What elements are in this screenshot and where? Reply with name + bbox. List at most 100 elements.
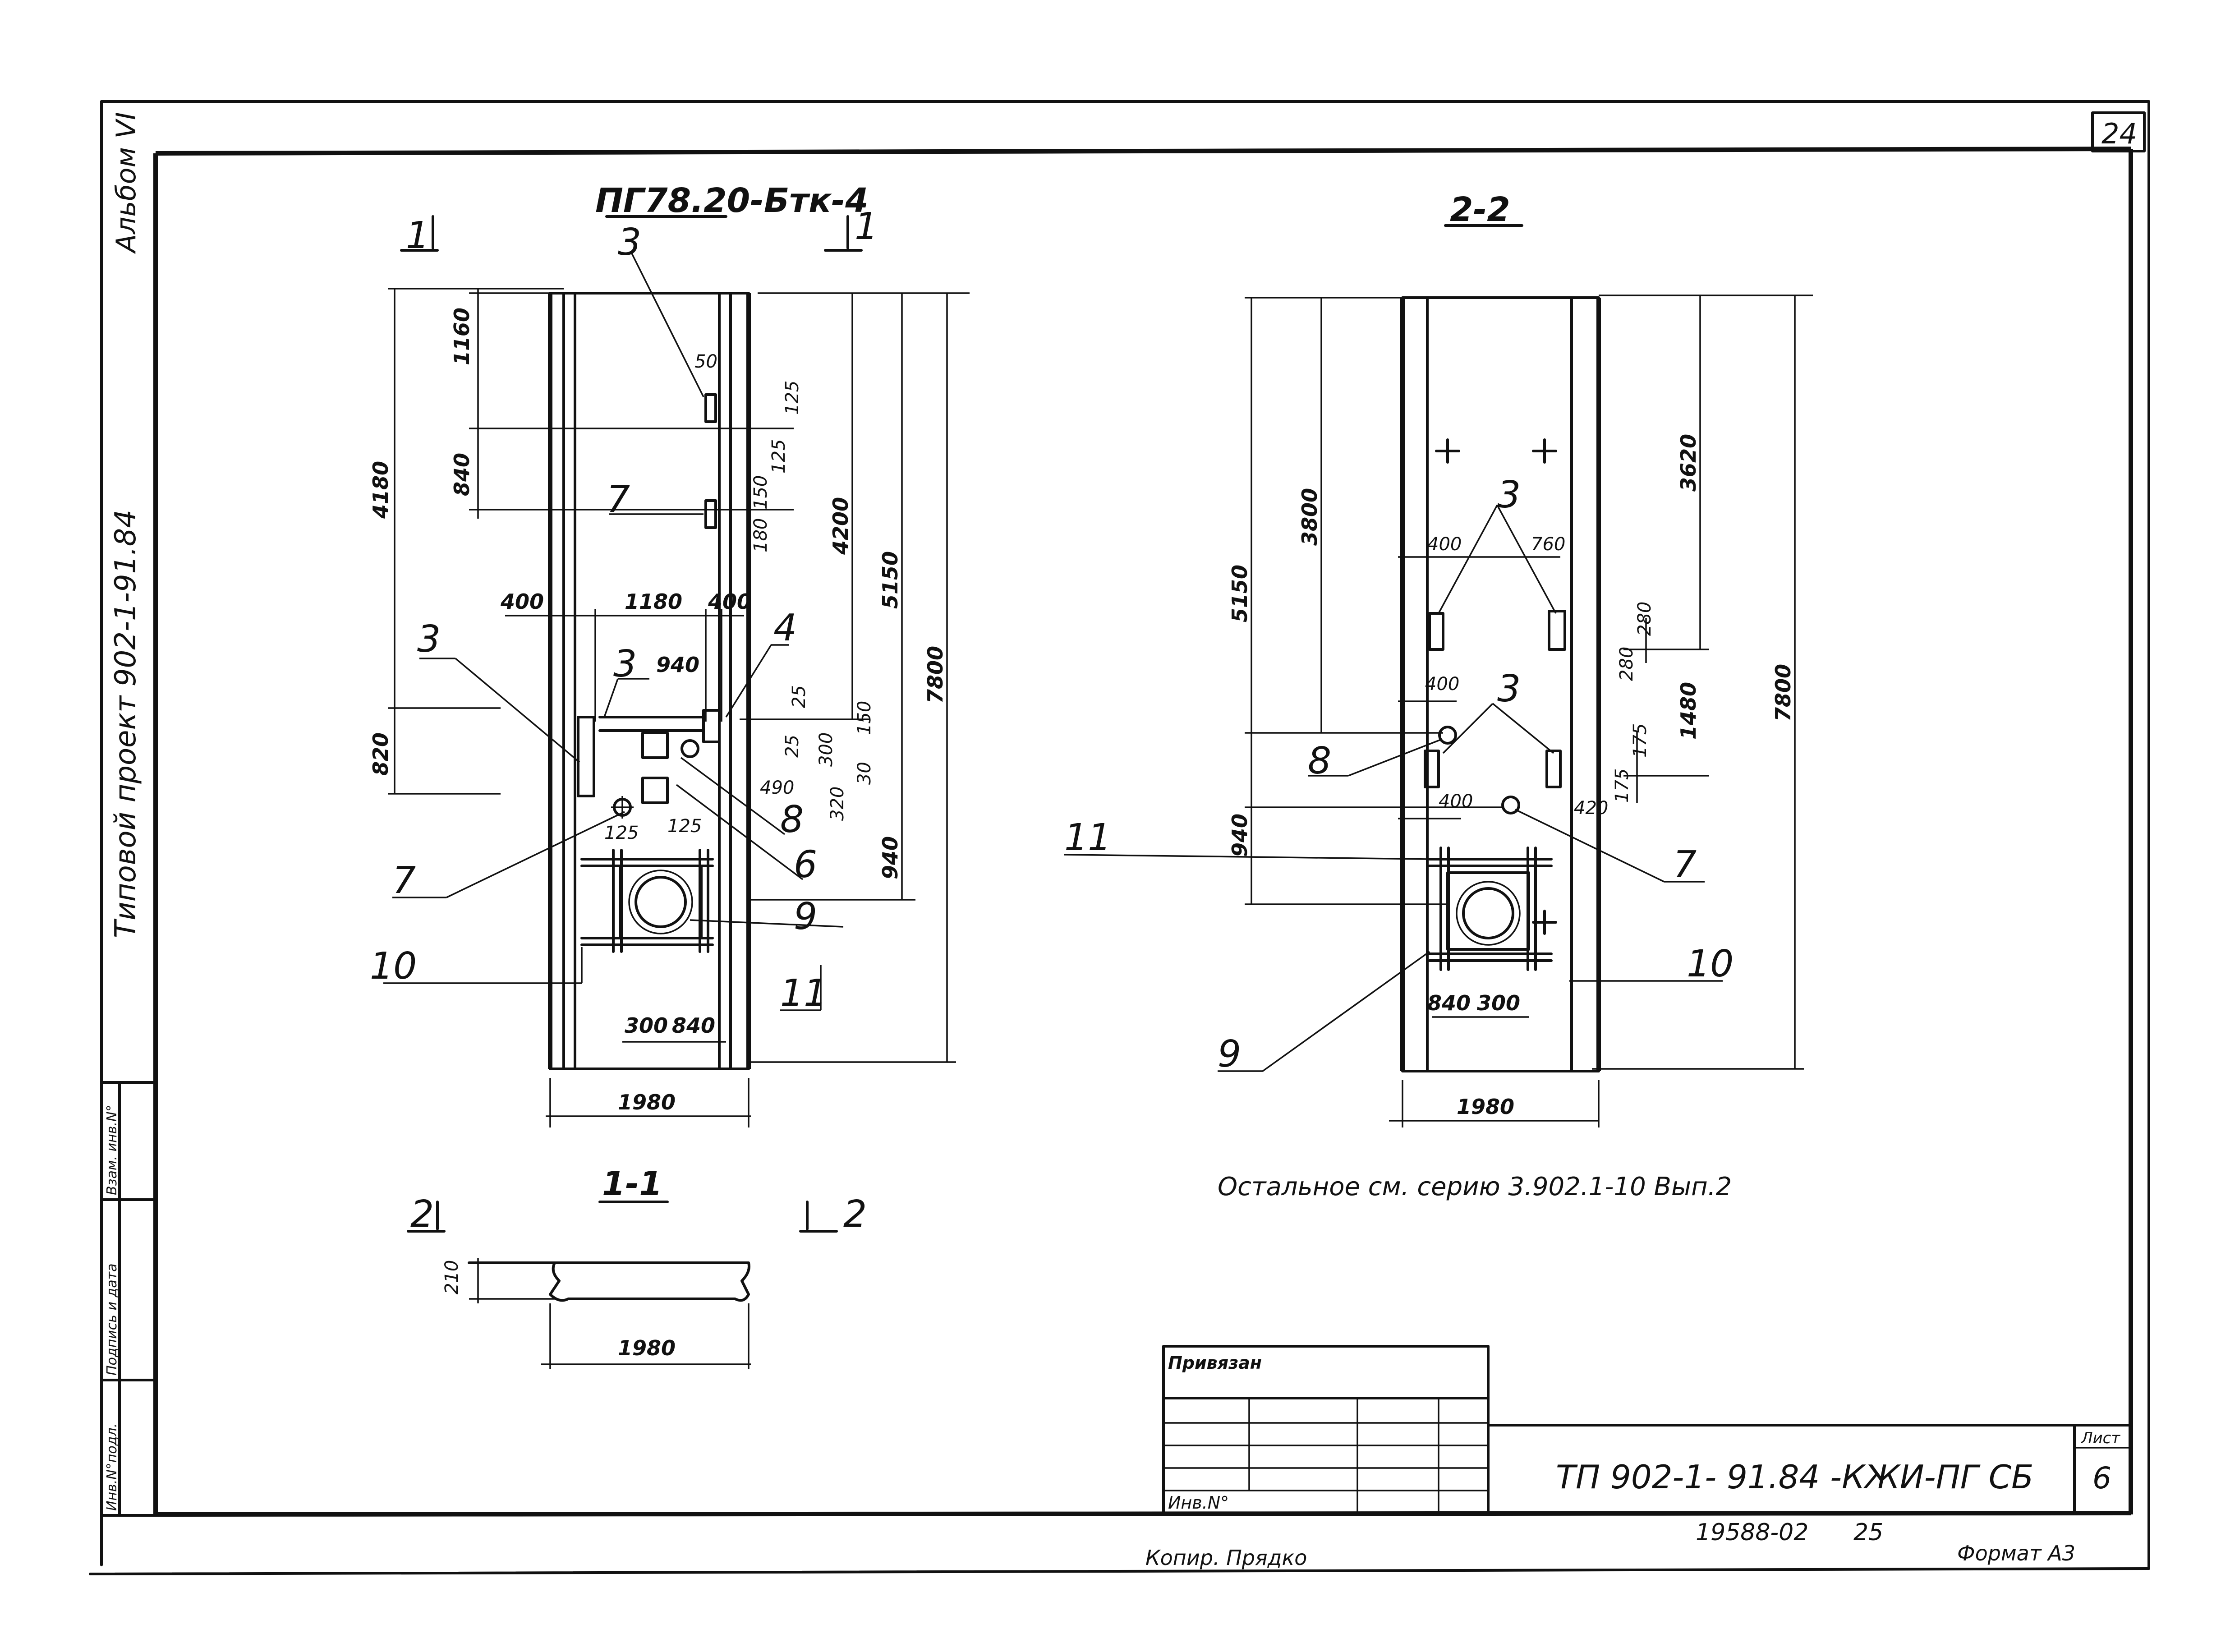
- plan-callout-8: 8: [780, 798, 804, 841]
- s22-dim-3800: 3800: [1297, 488, 1322, 546]
- section-1-1: [407, 1201, 838, 1369]
- plan-dim-1980: 1980: [618, 1090, 676, 1114]
- s22-dim-280-b: 280: [1634, 602, 1655, 636]
- plan-dim-300: 300: [816, 732, 837, 767]
- side-stamp-inv: Инв.N°подл.: [104, 1423, 120, 1511]
- plan-dim-30: 30: [854, 762, 875, 785]
- s22-dim-175-b: 175: [1630, 723, 1651, 758]
- section-2-2-dimension-labels: 5150 3800 3620 7800 400 760 280 280 1480…: [1228, 434, 1795, 1119]
- s22-dim-300: 300: [1477, 991, 1520, 1015]
- side-stamp: [100, 1081, 157, 1517]
- plan-dim-150-right: 150: [854, 701, 875, 735]
- plan-callout-7-top: 7: [607, 478, 630, 521]
- plan-dim-50: 50: [694, 351, 717, 372]
- s22-callout-11: 11: [1064, 816, 1111, 859]
- album-label: Альбом VI: [110, 112, 142, 254]
- drawing-code: ТП 902-1- 91.84 -КЖИ-ПГ СБ: [1556, 1458, 2033, 1496]
- plan-dim-25-upper: 25: [789, 685, 809, 708]
- s22-dim-5150: 5150: [1228, 565, 1252, 622]
- s22-dim-940: 940: [1228, 814, 1252, 857]
- section-1-1-title: 1-1: [602, 1164, 662, 1203]
- s22-dim-400-mid: 400: [1425, 674, 1459, 695]
- copied-by: Копир. Прядко: [1145, 1546, 1307, 1570]
- plan-dim-940: 940: [878, 836, 902, 879]
- plan-dim-25-lower: 25: [782, 735, 803, 758]
- plan-callout-4: 4: [773, 607, 797, 649]
- s22-callout-9: 9: [1218, 1033, 1241, 1076]
- plan-dim-7800: 7800: [923, 646, 947, 704]
- s11-dim-1980: 1980: [618, 1336, 676, 1360]
- side-stamp-sign: Подпись и дата: [104, 1264, 120, 1376]
- s22-dim-175-a: 175: [1612, 768, 1632, 803]
- plan-dim-1160: 1160: [450, 308, 474, 365]
- plan-cut-mark-left: 1: [406, 214, 429, 257]
- section-1-1-cut-left: 2: [410, 1193, 434, 1236]
- s11-dim-210: 210: [441, 1260, 462, 1294]
- section-2-2: [1064, 224, 1813, 1127]
- title-block: [1162, 1345, 2132, 1514]
- inv-label: Инв.N°: [1168, 1493, 1229, 1513]
- plan-dim-4200: 4200: [828, 497, 853, 555]
- section-2-2-callouts: 3 3 8 7 11 9 10: [1064, 474, 1734, 1076]
- plan-callout-3-mid: 3: [613, 643, 637, 686]
- plan-callout-3-left: 3: [417, 618, 441, 661]
- reference-note: Остальное см. серию 3.902.1-10 Вып.2: [1218, 1172, 1732, 1201]
- plan-dim-180: 180: [750, 518, 771, 552]
- s22-dim-1980: 1980: [1457, 1095, 1514, 1119]
- plan-dim-1180: 1180: [625, 589, 682, 614]
- plan-dim-300-bottom: 300: [625, 1013, 668, 1038]
- plan-dim-940-top: 940: [656, 653, 699, 677]
- side-stamp-replace: Взам. инв.N°: [104, 1105, 120, 1195]
- plan-dim-840: 840: [450, 453, 474, 496]
- plan-dim-320: 320: [827, 787, 848, 821]
- s22-dim-400-low: 400: [1439, 791, 1473, 812]
- plan-dim-5150: 5150: [878, 551, 902, 609]
- plan-dim-125-b: 125: [667, 816, 702, 837]
- s22-callout-3-top: 3: [1497, 474, 1521, 516]
- s22-callout-3-low: 3: [1497, 667, 1521, 710]
- s22-callout-7: 7: [1673, 843, 1697, 886]
- s22-dim-760: 760: [1531, 534, 1565, 555]
- s22-dim-1480: 1480: [1676, 682, 1701, 740]
- s22-dim-840: 840: [1427, 991, 1471, 1015]
- page-number: 24: [2101, 117, 2137, 150]
- sheet-frame: [89, 100, 2150, 1575]
- plan-dim-400-left: 400: [500, 589, 544, 614]
- plan-dim-125-mid: 125: [768, 439, 789, 474]
- s22-callout-8: 8: [1308, 740, 1331, 782]
- project-label: Типовой проект 902-1-91.84: [109, 510, 143, 938]
- section-2-2-title: 2-2: [1450, 190, 1510, 229]
- plan-dim-840-bottom: 840: [672, 1013, 715, 1038]
- sheet-number: 6: [2092, 1461, 2111, 1496]
- plan-dim-125-top: 125: [782, 381, 803, 415]
- plan-callout-7-low: 7: [392, 859, 416, 902]
- archive-sub: 25: [1853, 1519, 1883, 1546]
- plan-view: [383, 215, 970, 1127]
- s22-dim-7800: 7800: [1771, 664, 1795, 722]
- plan-view-title: ПГ78.20-Бтк-4: [595, 181, 869, 220]
- s22-dim-280-a: 280: [1616, 647, 1637, 681]
- plan-dim-4180: 4180: [368, 461, 393, 519]
- bound-label: Привязан: [1168, 1353, 1262, 1373]
- s22-dim-400-top: 400: [1427, 534, 1462, 555]
- s22-callout-10: 10: [1687, 943, 1734, 985]
- plan-cut-mark-right: 1: [855, 205, 878, 248]
- plan-dim-820: 820: [368, 732, 393, 776]
- s22-dim-3620: 3620: [1676, 434, 1701, 492]
- plan-callout-10: 10: [370, 945, 417, 988]
- plan-callout-11: 11: [780, 972, 827, 1015]
- plan-callouts: 3 7 3 3 4 7 8 6 9 10 11: [370, 221, 827, 1015]
- archive-number: 19588-02: [1696, 1519, 1808, 1546]
- plan-callout-3-top: 3: [618, 221, 641, 264]
- plan-dim-400-right: 400: [708, 589, 751, 614]
- plan-dim-490: 490: [760, 778, 794, 798]
- s22-dim-420: 420: [1574, 798, 1608, 819]
- plan-dim-150: 150: [750, 475, 771, 510]
- plan-callout-9: 9: [794, 895, 817, 938]
- plan-dim-125-a: 125: [604, 823, 639, 843]
- plan-callout-6: 6: [794, 843, 817, 886]
- sheet-label: Лист: [2080, 1429, 2120, 1447]
- plan-dimension-labels: 4180 1160 840 820 4200 5150 7800 940 400…: [368, 308, 947, 1114]
- section-1-1-cut-right: 2: [843, 1193, 867, 1236]
